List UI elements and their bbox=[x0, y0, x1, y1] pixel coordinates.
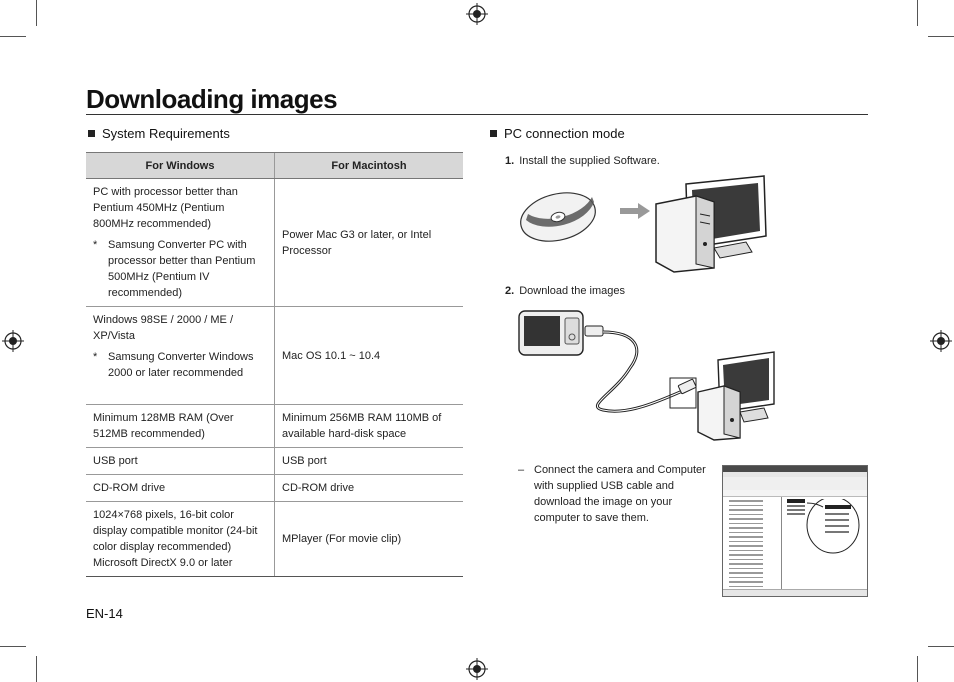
table-cell-windows: PC with processor better than Pentium 45… bbox=[86, 178, 275, 307]
crop-mark bbox=[0, 36, 26, 37]
table-cell-mac: CD-ROM drive bbox=[274, 474, 463, 502]
step-1: 1.Install the supplied Software. bbox=[505, 155, 660, 167]
step-2: 2.Download the images bbox=[505, 285, 625, 297]
table-row: Windows 98SE / 2000 / ME / XP/Vista * Sa… bbox=[86, 306, 463, 405]
usb-cable-icon bbox=[584, 325, 697, 413]
crop-mark bbox=[917, 656, 918, 682]
bullet-square-icon bbox=[88, 130, 95, 137]
computer-icon bbox=[669, 351, 775, 441]
table-cell-mac: USB port bbox=[274, 447, 463, 475]
table-row: USB port USB port bbox=[86, 447, 463, 475]
table-note: * Samsung Converter PC with processor be… bbox=[93, 239, 256, 299]
cd-disc-icon bbox=[520, 192, 596, 242]
requirements-table: For Windows For Macintosh PC with proces… bbox=[86, 152, 463, 577]
bullet-square-icon bbox=[490, 130, 497, 137]
crop-mark bbox=[0, 646, 26, 647]
crop-mark bbox=[928, 646, 954, 647]
crop-mark bbox=[917, 0, 918, 26]
crop-mark bbox=[36, 0, 37, 26]
table-row: Minimum 128MB RAM (Over 512MB recommende… bbox=[86, 404, 463, 448]
table-cell-mac: Mac OS 10.1 ~ 10.4 bbox=[274, 306, 463, 405]
table-cell-windows: USB port bbox=[86, 447, 275, 475]
table-cell-mac: MPlayer (For movie clip) bbox=[274, 501, 463, 577]
table-header-row: For Windows For Macintosh bbox=[86, 152, 463, 179]
crop-mark bbox=[36, 656, 37, 682]
table-cell-mac: Power Mac G3 or later, or Intel Processo… bbox=[274, 178, 463, 307]
table-cell-windows: CD-ROM drive bbox=[86, 474, 275, 502]
table-cell-windows: Windows 98SE / 2000 / ME / XP/Vista * Sa… bbox=[86, 306, 275, 405]
explorer-window-icon bbox=[722, 465, 868, 597]
table-cell-windows: 1024×768 pixels, 16-bit color display co… bbox=[86, 501, 275, 577]
page-number: EN-14 bbox=[86, 606, 123, 621]
title-rule bbox=[86, 114, 868, 115]
page-title: Downloading images bbox=[86, 84, 338, 114]
connection-note: – Connect the camera and Computer with s… bbox=[518, 464, 706, 524]
system-requirements-heading: System Requirements bbox=[88, 126, 230, 141]
registration-mark-icon bbox=[930, 330, 952, 352]
registration-mark-icon bbox=[466, 3, 488, 25]
table-row: 1024×768 pixels, 16-bit color display co… bbox=[86, 501, 463, 577]
crop-mark bbox=[928, 36, 954, 37]
pc-connection-heading: PC connection mode bbox=[490, 126, 625, 141]
table-note: * Samsung Converter Windows 2000 or late… bbox=[93, 351, 254, 379]
table-cell-mac: Minimum 256MB RAM 110MB of available har… bbox=[274, 404, 463, 448]
table-cell-windows: Minimum 128MB RAM (Over 512MB recommende… bbox=[86, 404, 275, 448]
column-header-mac: For Macintosh bbox=[274, 152, 463, 179]
table-row: CD-ROM drive CD-ROM drive bbox=[86, 474, 463, 502]
computer-icon bbox=[655, 175, 767, 273]
column-header-windows: For Windows bbox=[86, 152, 275, 179]
arrow-right-icon bbox=[620, 203, 650, 219]
registration-mark-icon bbox=[466, 658, 488, 680]
table-row: PC with processor better than Pentium 45… bbox=[86, 178, 463, 307]
registration-mark-icon bbox=[2, 330, 24, 352]
camera-icon bbox=[518, 310, 584, 356]
